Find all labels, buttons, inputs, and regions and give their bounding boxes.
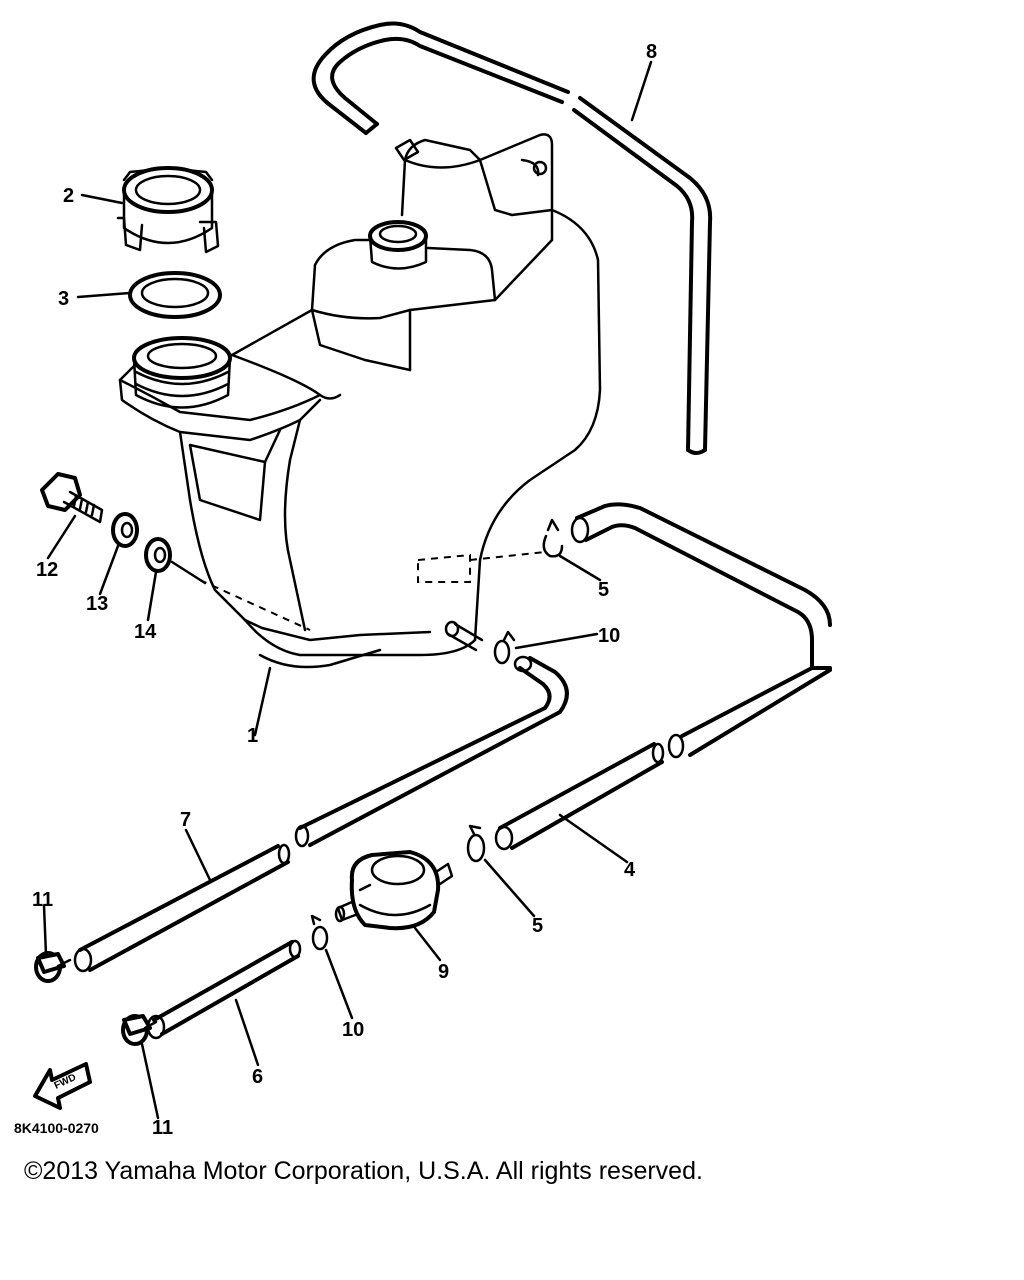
callout-11-upper: 11 — [32, 889, 53, 911]
clamp-10-lower — [310, 914, 329, 951]
clamp-5-lower — [466, 824, 486, 863]
hose-8 — [311, 21, 713, 455]
bolt-12 — [40, 472, 104, 524]
callout-5-lower: 5 — [532, 915, 543, 937]
callout-2: 2 — [63, 185, 74, 207]
clamp-11-upper — [34, 951, 72, 983]
washer-13 — [111, 512, 139, 548]
callout-3: 3 — [58, 288, 69, 310]
callout-13: 13 — [86, 593, 108, 615]
callout-10-upper: 10 — [598, 625, 620, 647]
copyright-notice: ©2013 Yamaha Motor Corporation, U.S.A. A… — [24, 1157, 703, 1185]
diagram-code: 8K4100-0270 — [14, 1120, 99, 1136]
hose-4 — [494, 502, 832, 851]
hose-6 — [146, 939, 302, 1040]
tank-cap — [116, 166, 220, 254]
callout-labels: 1 2 3 4 5 5 6 7 8 9 10 10 11 11 12 13 14 — [32, 41, 657, 1139]
filter-9 — [334, 850, 454, 931]
callout-8: 8 — [646, 41, 657, 63]
callout-6: 6 — [252, 1066, 263, 1088]
callout-4: 4 — [624, 859, 636, 881]
callout-1: 1 — [247, 725, 258, 747]
cap-gasket — [128, 271, 222, 319]
hose-7 — [73, 655, 569, 973]
clamp-10-upper — [493, 630, 516, 665]
leader-lines — [42, 60, 653, 1120]
forward-arrow-icon: FWD — [33, 1062, 92, 1110]
callout-12: 12 — [36, 559, 58, 581]
callout-7: 7 — [180, 809, 191, 831]
callout-5-upper: 5 — [598, 579, 609, 601]
reservoir-tank — [118, 133, 602, 669]
callout-10-lower: 10 — [342, 1019, 364, 1041]
callout-9: 9 — [438, 961, 449, 983]
clamp-5-upper — [542, 518, 564, 558]
callout-11-lower: 11 — [152, 1117, 173, 1139]
callout-14: 14 — [134, 621, 157, 643]
washer-14 — [144, 537, 207, 585]
clamp-11-lower — [121, 1014, 158, 1046]
